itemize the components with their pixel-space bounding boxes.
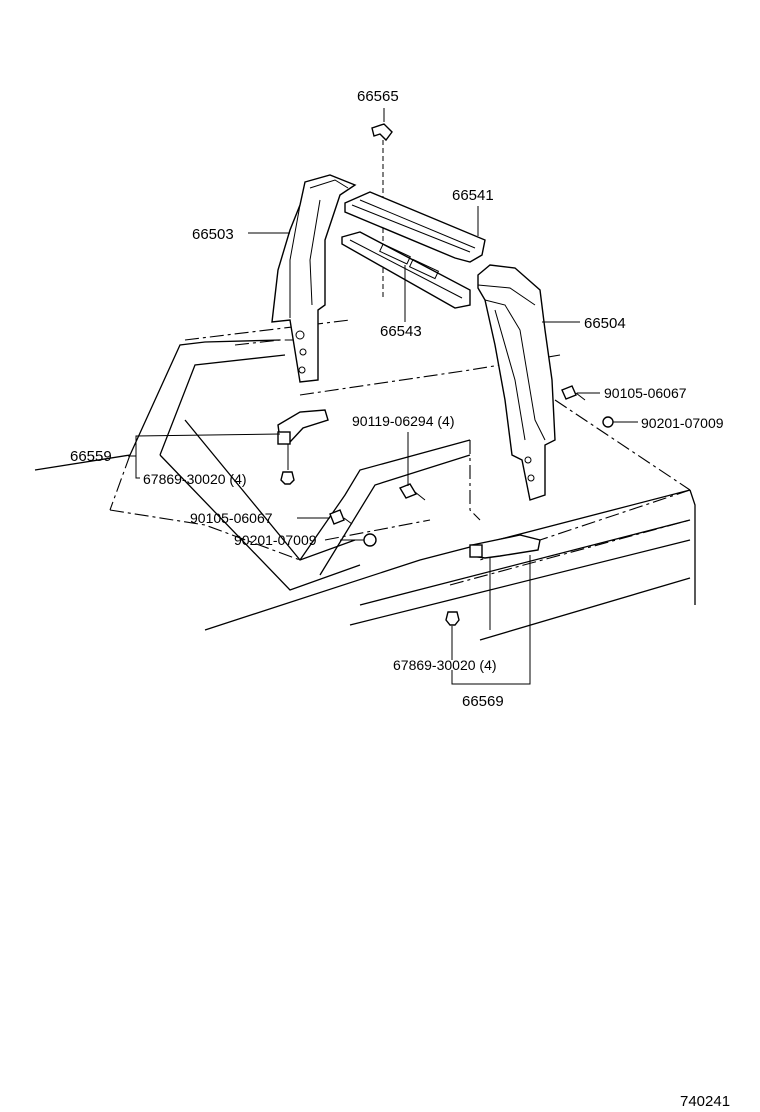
label-90201-07009-left: 90201-07009 — [234, 532, 317, 548]
label-90105-06067-right: 90105-06067 — [604, 385, 687, 401]
bar-66504 — [477, 264, 556, 501]
label-66503: 66503 — [192, 226, 234, 243]
label-67869-30020-left: 67869-30020 (4) — [143, 471, 247, 487]
panel-66541 — [344, 191, 486, 263]
leader-lines — [128, 108, 638, 685]
part-labels: 66565 66541 66503 66543 66504 90105-0606… — [70, 88, 730, 1110]
fasteners — [280, 385, 614, 626]
bracket-66559 — [277, 409, 329, 470]
bracket-66569 — [469, 534, 541, 630]
label-66559: 66559 — [70, 448, 112, 465]
truck-bed-outline — [34, 319, 696, 641]
label-90105-06067-left: 90105-06067 — [190, 510, 273, 526]
label-67869-30020-bottom: 67869-30020 (4) — [393, 657, 497, 673]
label-90119-06294: 90119-06294 (4) — [352, 413, 454, 429]
bar-66503 — [271, 174, 357, 383]
label-66504: 66504 — [584, 315, 626, 332]
label-90201-07009-right: 90201-07009 — [641, 415, 724, 431]
label-66569: 66569 — [462, 693, 504, 710]
label-66565: 66565 — [357, 88, 399, 105]
rail-66543 — [341, 231, 471, 309]
figure-id: 740241 — [680, 1093, 730, 1110]
label-66543: 66543 — [380, 323, 422, 340]
label-66541: 66541 — [452, 187, 494, 204]
